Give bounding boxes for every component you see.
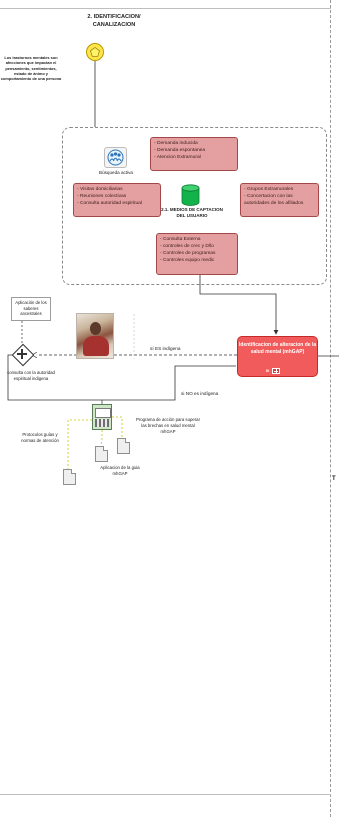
- demanda-item: - Demanda inducida: [154, 141, 198, 146]
- document-icon-protocolos[interactable]: [63, 469, 76, 485]
- consulta-item: - Controles equipo medic: [160, 258, 215, 264]
- trigger-event[interactable]: [86, 43, 104, 61]
- flow-indigena-no: [7, 354, 236, 401]
- subprocess-marker-icon[interactable]: [272, 368, 280, 374]
- loop-marker: III: [266, 368, 270, 373]
- captacion-group: [62, 127, 327, 285]
- gateway-plus-icon-v: [21, 349, 23, 359]
- protocolos-label: Protocolos guías y normas de atención: [21, 432, 59, 443]
- gateway-label: consulta con la autoridad espiritual ind…: [7, 370, 55, 381]
- visitas-item: - Reuniones colectivas: [77, 194, 127, 200]
- visitas-box[interactable]: - Visitas domiciliarias - Reuniones cole…: [73, 183, 161, 217]
- demanda-box[interactable]: - Demanda inducida - Demanda espontanea …: [150, 137, 238, 171]
- saberes-annotation: Aplicación de los saberes ancestrales: [11, 297, 51, 321]
- busqueda-label: Búsqueda activa: [99, 170, 133, 175]
- captacion-label: 2.1. MEDIOS DE CAPTACION DEL USUARIO: [161, 207, 223, 219]
- grupos-box[interactable]: - Grupos Extramurales - Concertacion con…: [240, 183, 319, 217]
- lane-top-border: [0, 8, 331, 9]
- visitas-item: - Visitas domiciliarias: [77, 187, 123, 192]
- assoc-aplicacion: [100, 430, 103, 447]
- assoc-programa: [112, 416, 123, 438]
- indigenous-photo: [76, 313, 114, 359]
- programa-label: Programa de acción para superar las brec…: [135, 417, 200, 434]
- lane-divider: [330, 0, 331, 817]
- stage-title: 2. IDENTIFICACION/ CANALIZACION: [87, 14, 141, 28]
- task-identificacion[interactable]: Identificacion de alteracion de la salud…: [237, 336, 318, 377]
- demanda-item: - Demanda espontanea: [154, 148, 206, 154]
- assoc-protocolos: [67, 419, 92, 469]
- flow-label-indigena-no: si NO es indígena: [181, 391, 219, 396]
- document-icon-aplicacion[interactable]: [95, 446, 108, 462]
- grupos-item: - Concertacion con las autoridades de lo…: [244, 194, 304, 207]
- consulta-box[interactable]: - Consulta Externa - controles de crec y…: [156, 233, 238, 275]
- edge-letter: T: [332, 476, 336, 482]
- demanda-item: - Atencion Extramural: [154, 155, 201, 161]
- mhgap-tool-icon[interactable]: [92, 404, 112, 430]
- flow-group-to-task: [199, 263, 279, 335]
- consulta-item: - controles de crec y Dllo: [160, 244, 214, 250]
- visitas-item: - Consulta autoridad espiritual: [77, 201, 142, 207]
- trigger-note: Los trastornos mentales son afecciones q…: [0, 55, 62, 82]
- grupos-item: - Grupos Extramurales: [244, 187, 294, 192]
- saberes-label: Aplicación de los saberes ancestrales: [15, 300, 47, 317]
- flow-label-indigena-yes: sí ES indígena: [150, 346, 181, 351]
- lane-bottom-border: [0, 794, 331, 795]
- consulta-item: - Consulta Externa: [160, 237, 201, 242]
- document-icon-programa[interactable]: [117, 438, 130, 454]
- pentagon-icon: [90, 47, 100, 57]
- aplicacion-label: Aplicacion de la guia mhGAP: [100, 465, 140, 476]
- consulta-item: - Controles de programas: [160, 251, 216, 257]
- people-icon: [104, 147, 127, 168]
- database-icon: [181, 184, 200, 206]
- task-label: Identificacion de alteracion de la salud…: [238, 342, 317, 355]
